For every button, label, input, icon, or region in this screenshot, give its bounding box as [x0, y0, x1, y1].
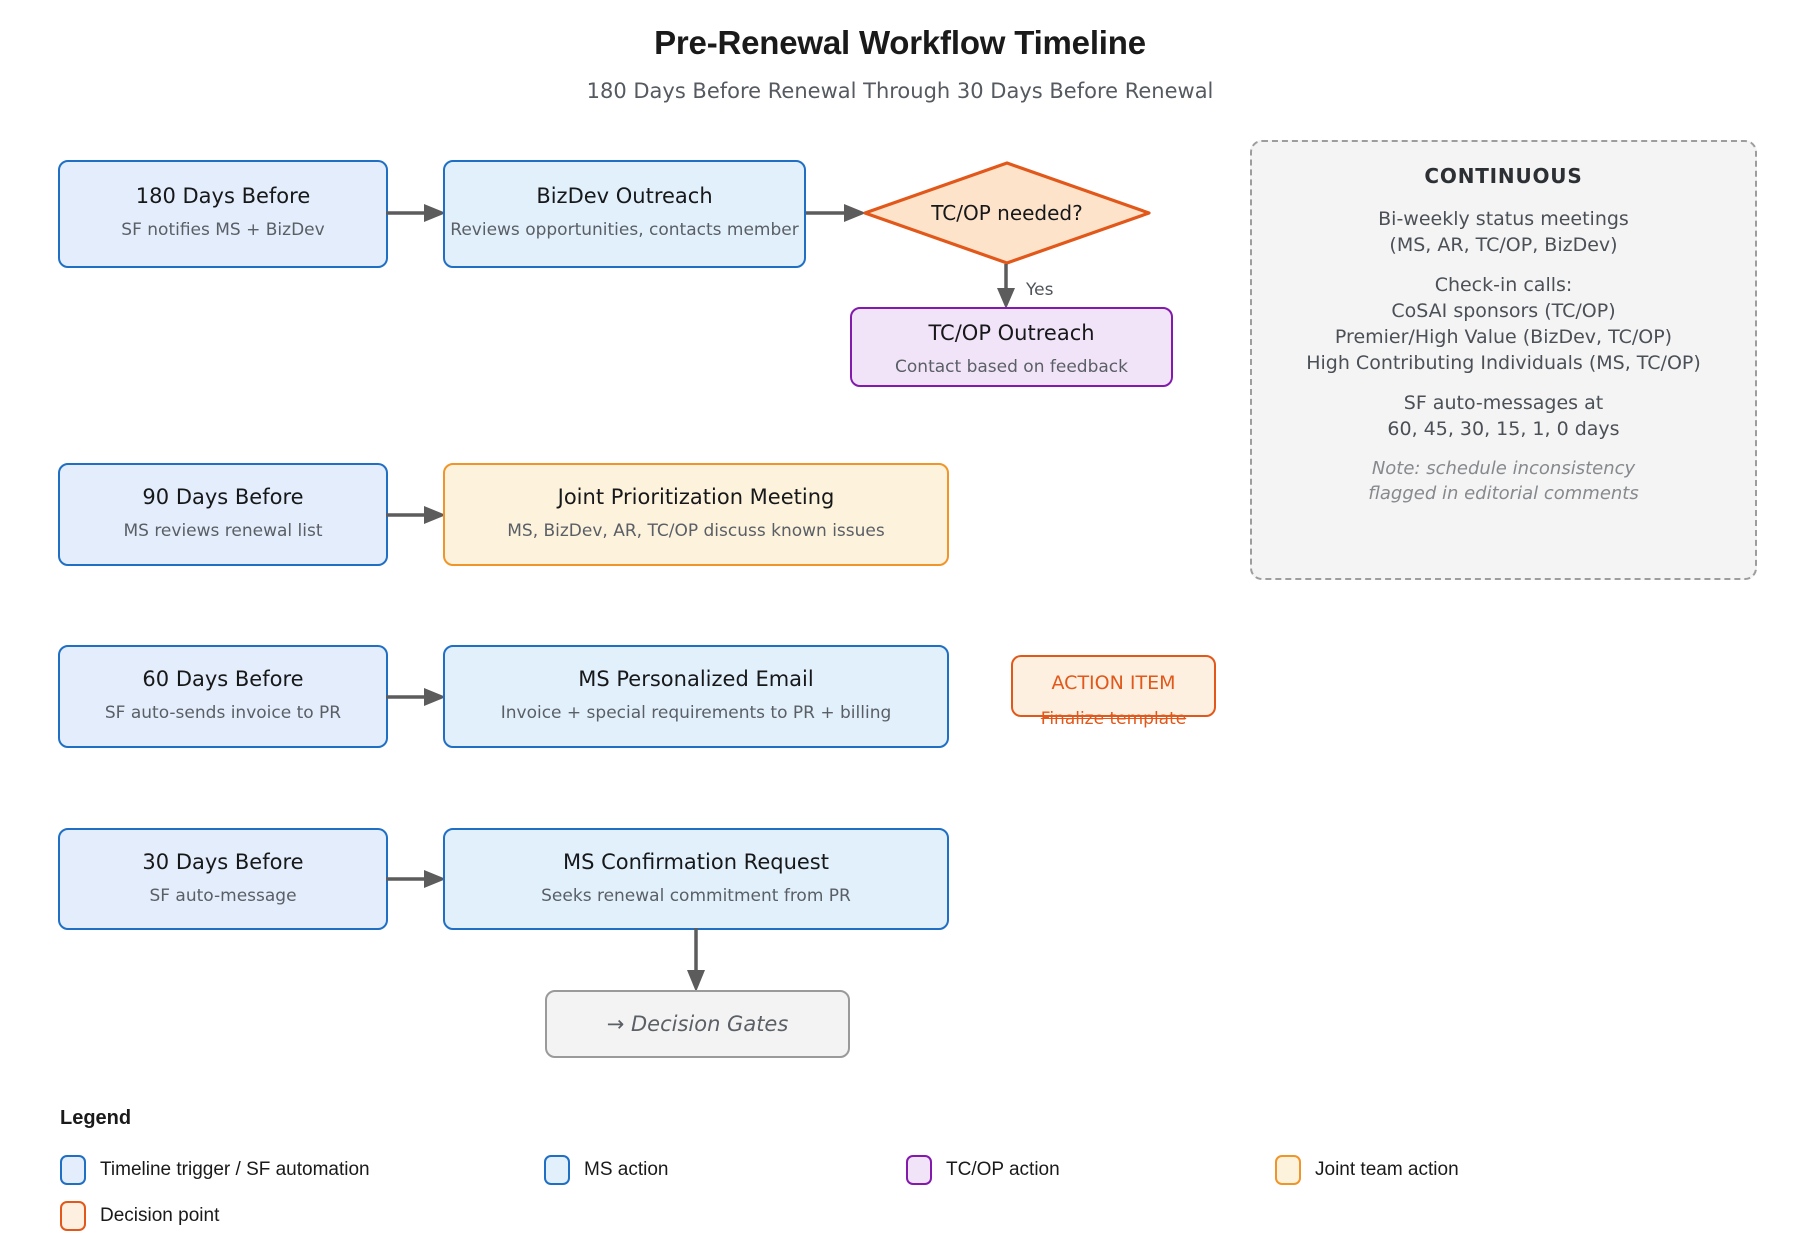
arrow-bizdev-to-decision — [806, 200, 868, 226]
node-180-days-before[interactable]: 180 Days Before SF notifies MS + BizDev — [58, 160, 388, 268]
node-title: 60 Days Before — [142, 667, 304, 691]
legend-item-label: MS action — [584, 1159, 669, 1180]
legend-item-timeline-trigger[interactable]: Timeline trigger / SF automation — [60, 1155, 370, 1185]
node-decision-tcop-needed[interactable]: TC/OP needed? — [862, 160, 1152, 266]
legend-item-label: Timeline trigger / SF automation — [100, 1159, 370, 1180]
node-subtitle: Reviews opportunities, contacts member — [450, 220, 799, 240]
node-ms-confirmation-request[interactable]: MS Confirmation Request Seeks renewal co… — [443, 828, 949, 930]
panel-line: High Contributing Individuals (MS, TC/OP… — [1306, 352, 1701, 374]
legend-item-ms-action[interactable]: MS action — [544, 1155, 668, 1185]
page-subtitle: 180 Days Before Renewal Through 30 Days … — [586, 79, 1214, 103]
node-title: → Decision Gates — [606, 1012, 789, 1036]
node-subtitle: MS reviews renewal list — [123, 521, 323, 541]
legend-item-label: Joint team action — [1315, 1159, 1459, 1180]
legend-swatch-icon — [1275, 1155, 1301, 1185]
legend-item-decision-point[interactable]: Decision point — [60, 1201, 219, 1231]
arrow-30-to-confirm — [386, 866, 448, 892]
legend-swatch-icon — [544, 1155, 570, 1185]
node-title: MS Confirmation Request — [563, 850, 829, 874]
node-ms-personalized-email[interactable]: MS Personalized Email Invoice + special … — [443, 645, 949, 748]
node-60-days-before[interactable]: 60 Days Before SF auto-sends invoice to … — [58, 645, 388, 748]
node-subtitle: SF auto-message — [149, 886, 297, 906]
continuous-panel: CONTINUOUS Bi-weekly status meetings (MS… — [1250, 140, 1757, 580]
node-title: Joint Prioritization Meeting — [557, 485, 835, 509]
node-30-days-before[interactable]: 30 Days Before SF auto-message — [58, 828, 388, 930]
node-title: MS Personalized Email — [578, 667, 814, 691]
node-decision-gates-link[interactable]: → Decision Gates — [545, 990, 850, 1058]
node-tcop-outreach[interactable]: TC/OP Outreach Contact based on feedback — [850, 307, 1173, 387]
panel-line: Check-in calls: — [1434, 274, 1573, 296]
node-title: 30 Days Before — [142, 850, 304, 874]
panel-line: Bi-weekly status meetings — [1378, 208, 1629, 230]
node-subtitle: Seeks renewal commitment from PR — [541, 886, 851, 906]
node-title: ACTION ITEM — [1051, 672, 1176, 694]
panel-line: CoSAI sponsors (TC/OP) — [1391, 300, 1616, 322]
node-subtitle: SF notifies MS + BizDev — [121, 220, 325, 240]
node-title: BizDev Outreach — [536, 184, 713, 208]
node-title: 90 Days Before — [142, 485, 304, 509]
arrow-90-to-joint — [386, 502, 448, 528]
panel-heading: CONTINUOUS — [1424, 164, 1583, 188]
edge-label-yes: Yes — [1026, 280, 1054, 300]
arrow-decision-to-tcop — [993, 264, 1019, 310]
legend-title: Legend — [60, 1107, 132, 1129]
node-action-item[interactable]: ACTION ITEM Finalize template — [1011, 655, 1216, 729]
panel-note: flagged in editorial comments — [1368, 483, 1639, 504]
panel-line: (MS, AR, TC/OP, BizDev) — [1389, 234, 1618, 256]
legend-item-joint-team-action[interactable]: Joint team action — [1275, 1155, 1459, 1185]
arrow-180-to-bizdev — [386, 200, 448, 226]
node-title: 180 Days Before — [135, 184, 311, 208]
node-subtitle: SF auto-sends invoice to PR — [104, 703, 342, 723]
panel-note: Note: schedule inconsistency — [1371, 458, 1636, 479]
node-subtitle: Contact based on feedback — [895, 357, 1128, 377]
legend-item-label: TC/OP action — [946, 1159, 1060, 1180]
page-title: Pre-Renewal Workflow Timeline — [654, 24, 1146, 61]
arrow-confirm-to-decision-gates — [683, 928, 709, 994]
legend-item-tcop-action[interactable]: TC/OP action — [906, 1155, 1060, 1185]
legend-swatch-icon — [906, 1155, 932, 1185]
node-bizdev-outreach[interactable]: BizDev Outreach Reviews opportunities, c… — [443, 160, 806, 268]
arrow-60-to-email — [386, 684, 448, 710]
node-90-days-before[interactable]: 90 Days Before MS reviews renewal list — [58, 463, 388, 566]
legend-item-label: Decision point — [100, 1205, 220, 1226]
node-subtitle: Finalize template — [1040, 709, 1187, 729]
legend-swatch-icon — [60, 1155, 86, 1185]
legend-swatch-icon — [60, 1201, 86, 1231]
node-subtitle: Invoice + special requirements to PR + b… — [500, 703, 892, 723]
panel-line: 60, 45, 30, 15, 1, 0 days — [1387, 418, 1620, 440]
node-joint-prioritization-meeting[interactable]: Joint Prioritization Meeting MS, BizDev,… — [443, 463, 949, 566]
node-subtitle: MS, BizDev, AR, TC/OP discuss known issu… — [507, 521, 885, 541]
panel-line: SF auto-messages at — [1403, 392, 1604, 414]
node-title: TC/OP Outreach — [928, 321, 1095, 345]
panel-line: Premier/High Value (BizDev, TC/OP) — [1334, 326, 1673, 348]
